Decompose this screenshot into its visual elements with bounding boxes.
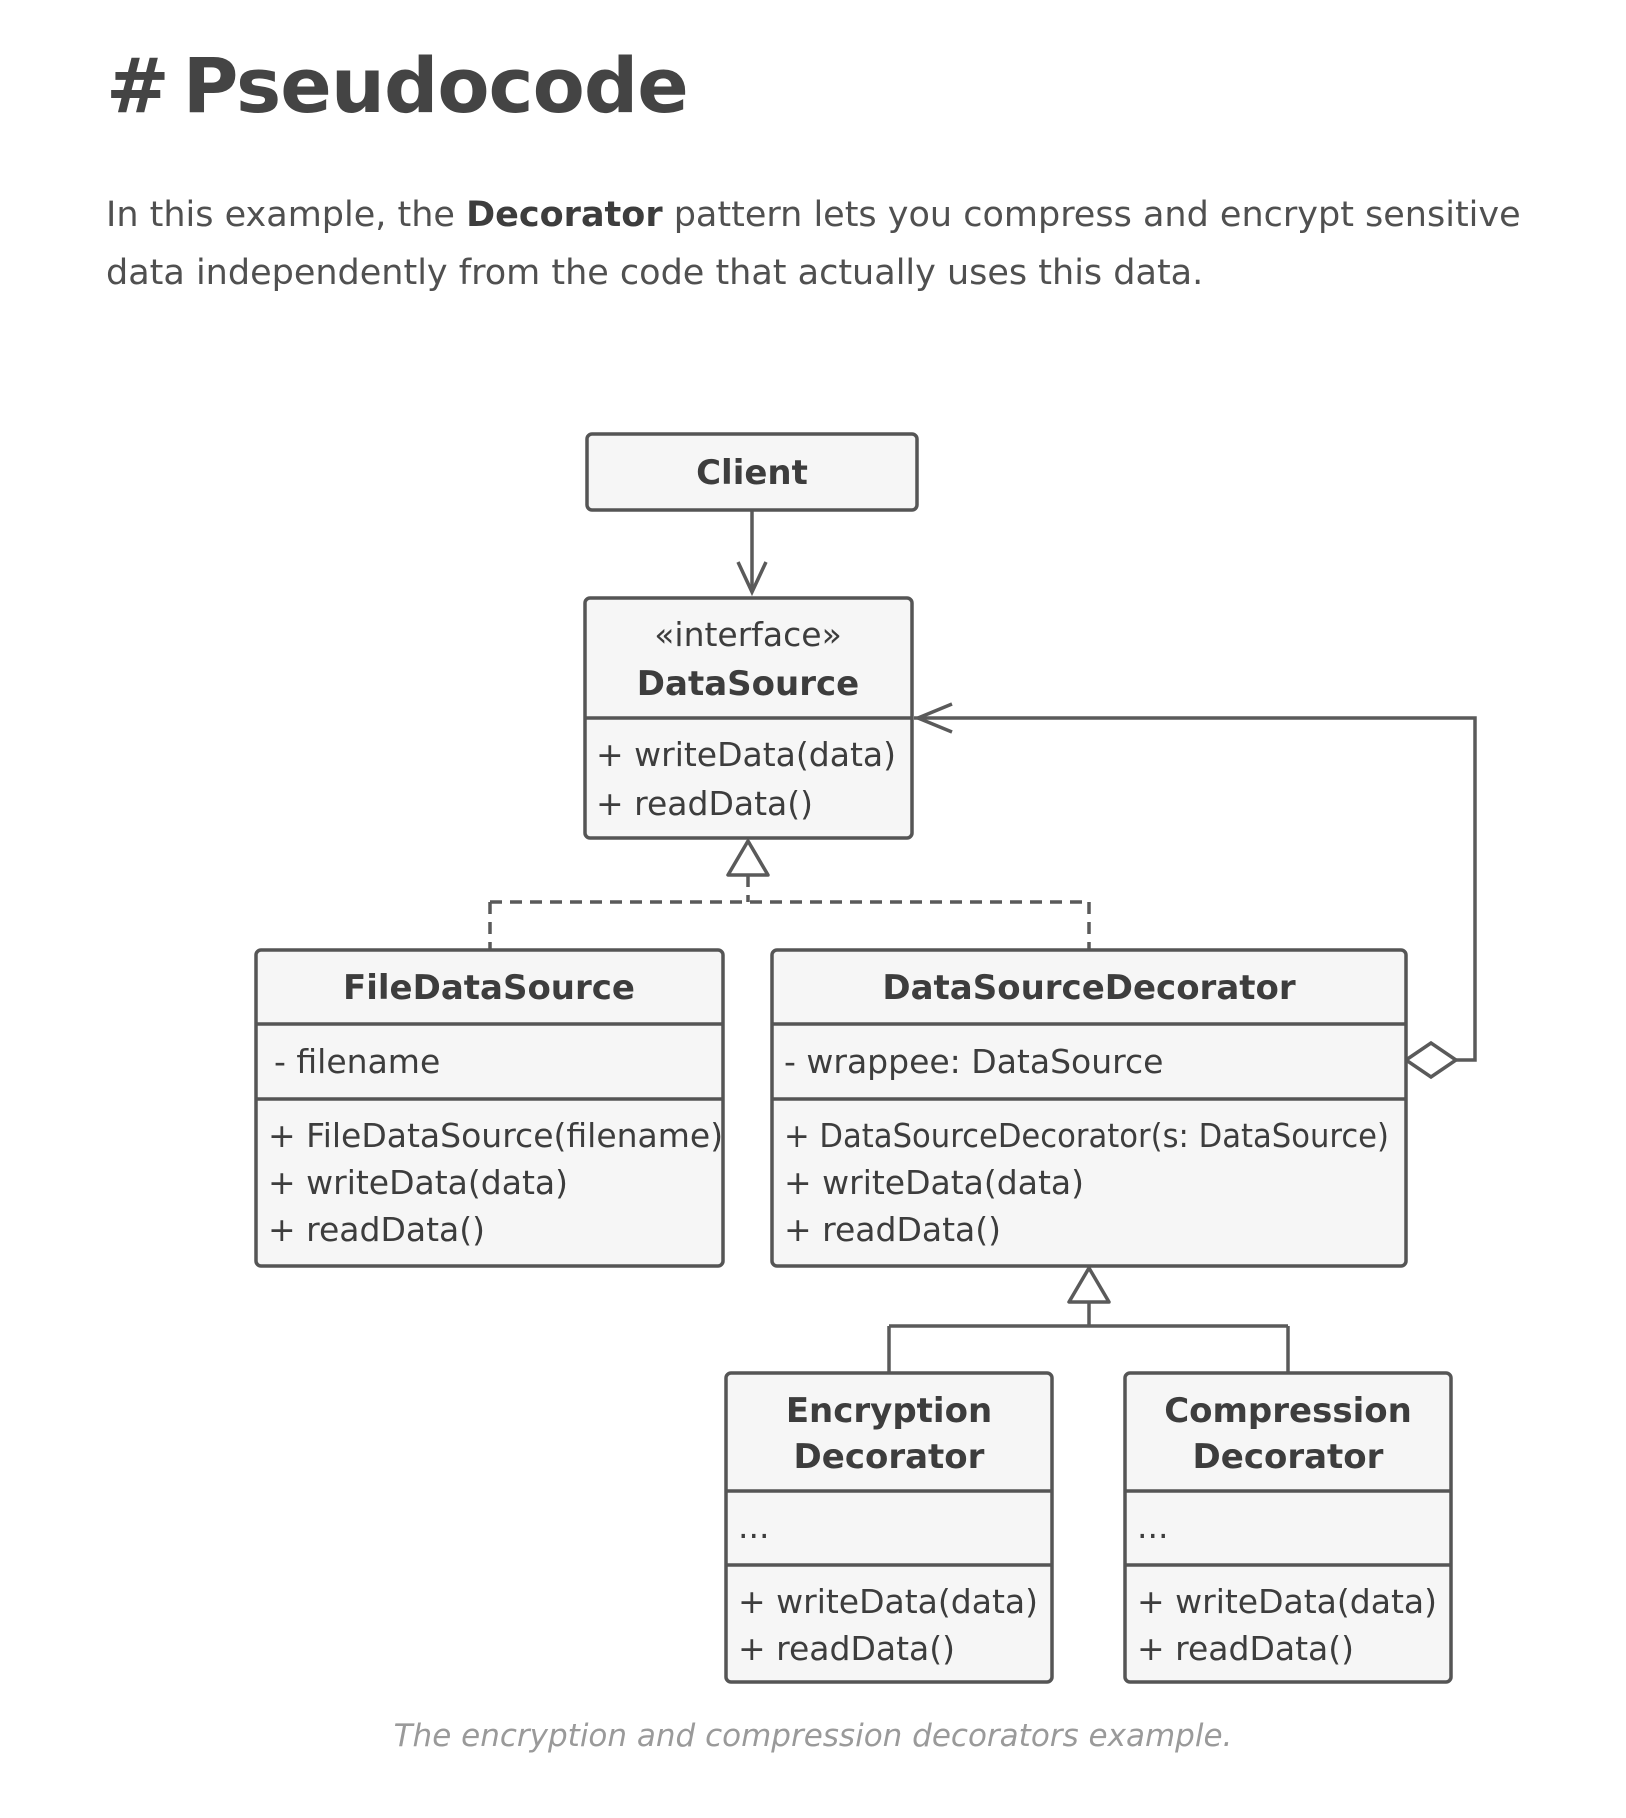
aggregation-diamond bbox=[1402, 1040, 1460, 1080]
encryptiondecorator-name-line-2: Decorator bbox=[794, 1437, 985, 1477]
filedatasource-name: FileDataSource bbox=[343, 968, 635, 1008]
datasource-method-1: + writeData(data) bbox=[596, 735, 896, 774]
compressiondecorator-method-1: + writeData(data) bbox=[1137, 1582, 1437, 1621]
generalization-triangle bbox=[1067, 1266, 1111, 1304]
aggregation-arrowhead bbox=[913, 702, 953, 734]
encryptiondecorator-field-1: ... bbox=[738, 1507, 769, 1546]
figure-caption: The encryption and compression decorator… bbox=[393, 1718, 1233, 1754]
filedatasource-field-1: - filename bbox=[274, 1042, 440, 1081]
datasource-stereotype: «interface» bbox=[654, 615, 842, 654]
page-heading: #Pseudocode bbox=[106, 40, 689, 131]
intro-bold-term: Decorator bbox=[466, 195, 663, 235]
compressiondecorator-method-2: + readData() bbox=[1137, 1629, 1354, 1668]
intro-text-before: In this example, the bbox=[106, 195, 467, 235]
encryptiondecorator-method-1: + writeData(data) bbox=[738, 1582, 1038, 1621]
filedatasource-method-1: + FileDataSource(filename) bbox=[268, 1116, 723, 1155]
connectors bbox=[488, 510, 1477, 1373]
class-datasource: «interface» DataSource + writeData(data)… bbox=[583, 596, 914, 840]
intro-text-after: pattern lets you compress and encrypt se… bbox=[106, 195, 1521, 293]
class-compressiondecorator: Compression Decorator ... + writeData(da… bbox=[1123, 1371, 1453, 1684]
compressiondecorator-field-1: ... bbox=[1137, 1507, 1168, 1546]
datasourcedecorator-method-3: + readData() bbox=[784, 1210, 1001, 1249]
datasource-method-2: + readData() bbox=[596, 784, 813, 823]
datasourcedecorator-method-1: + DataSourceDecorator(s: DataSource) bbox=[784, 1116, 1389, 1155]
class-client: Client bbox=[585, 432, 919, 512]
encryptiondecorator-method-2: + readData() bbox=[738, 1629, 955, 1668]
datasourcedecorator-method-2: + writeData(data) bbox=[784, 1163, 1084, 1202]
compressiondecorator-name-line-1: Compression bbox=[1164, 1391, 1412, 1431]
heading-hash: # bbox=[106, 41, 170, 130]
heading-title: Pseudocode bbox=[182, 41, 689, 130]
client-association-arrowhead bbox=[736, 561, 768, 597]
compressiondecorator-name-line-2: Decorator bbox=[1193, 1437, 1384, 1477]
filedatasource-method-2: + writeData(data) bbox=[268, 1163, 568, 1202]
client-name: Client bbox=[696, 453, 808, 493]
datasourcedecorator-name: DataSourceDecorator bbox=[882, 968, 1296, 1008]
class-encryptiondecorator: Encryption Decorator ... + writeData(dat… bbox=[724, 1371, 1054, 1684]
realization-triangle bbox=[726, 839, 770, 877]
datasourcedecorator-field-1: - wrappee: DataSource bbox=[784, 1042, 1163, 1081]
filedatasource-method-3: + readData() bbox=[268, 1210, 485, 1249]
intro-paragraph: In this example, the Decorator pattern l… bbox=[106, 186, 1546, 302]
datasource-name: DataSource bbox=[637, 664, 859, 704]
class-datasourcedecorator: DataSourceDecorator - wrappee: DataSourc… bbox=[770, 948, 1408, 1268]
class-filedatasource: FileDataSource - filename + FileDataSour… bbox=[254, 948, 725, 1268]
encryptiondecorator-name-line-1: Encryption bbox=[786, 1391, 992, 1431]
